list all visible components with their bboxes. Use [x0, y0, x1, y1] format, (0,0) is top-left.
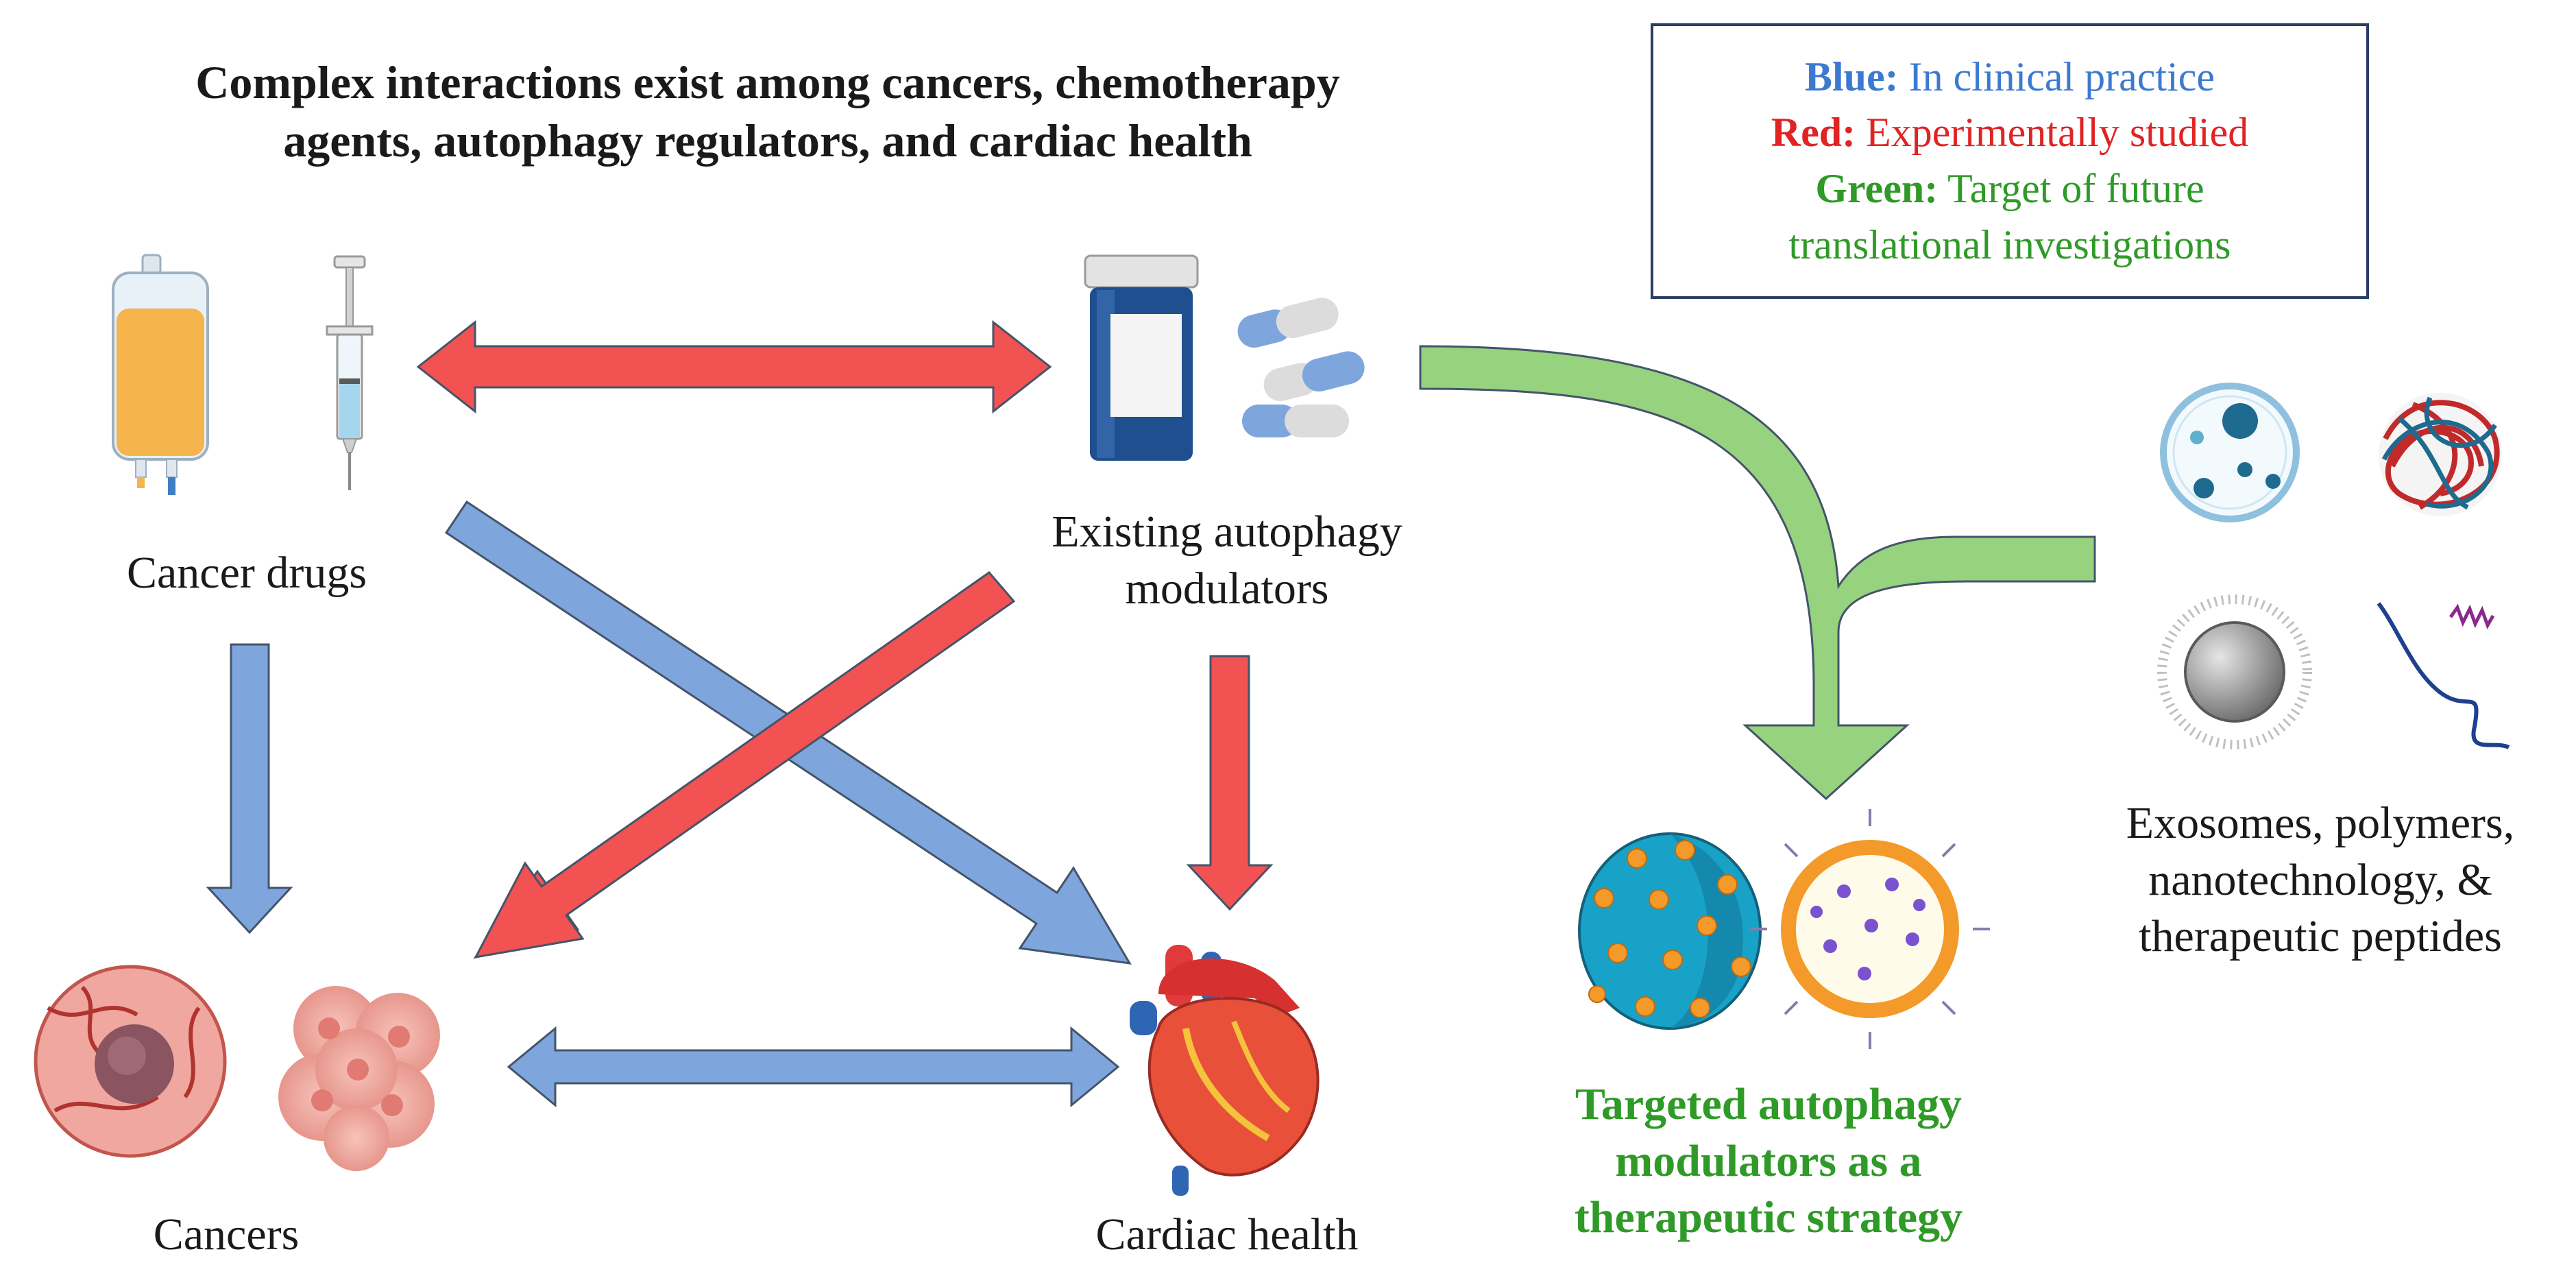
legend-red: Red: Experimentally studied — [1771, 110, 2249, 156]
label-cardiac-health: Cardiac health — [1095, 1209, 1359, 1259]
legend-box: Blue: In clinical practice Red: Experime… — [1651, 23, 2369, 299]
title-line-1: Complex interactions exist among cancers… — [195, 56, 1340, 108]
arrow-drugs-modulators — [416, 320, 1052, 414]
peptide-icon — [2377, 602, 2510, 749]
exosome-icon — [2160, 383, 2300, 522]
arrow-cancers-cardiac — [507, 1026, 1120, 1108]
arrow-green-curved — [1419, 345, 2096, 801]
label-cancer-drugs: Cancer drugs — [126, 548, 367, 598]
legend-green-line2: translational investigations — [1788, 221, 2231, 267]
pill-bottle-icon — [1084, 254, 1199, 461]
label-cancers: Cancers — [153, 1209, 300, 1259]
nanoparticle-icon — [2157, 594, 2312, 749]
label-existing-modulators: Existing autophagy modulators — [1052, 507, 1402, 614]
label-targeted-modulators: Targeted autophagy modulators as a thera… — [1574, 1079, 1963, 1242]
legend-green: Green: Target of future — [1815, 166, 2204, 211]
arrow-modulators-cardiac — [1186, 655, 1274, 911]
polymer-ball-icon — [2379, 393, 2502, 516]
title-line-2: agents, autophagy regulators, and cardia… — [283, 114, 1252, 167]
nanocarrier-sphere-icon — [1578, 832, 1762, 1030]
cancer-cells-icon — [278, 986, 440, 1171]
tumor-icon — [34, 965, 227, 1158]
arrow-drugs-cancers — [206, 643, 293, 935]
liposome-icon — [1750, 809, 1990, 1049]
heart-icon — [1130, 945, 1320, 1196]
legend-blue: Blue: In clinical practice — [1804, 53, 2215, 99]
label-delivery-systems: Exosomes, polymers, nanotechnology, & th… — [2126, 798, 2515, 961]
arrow-modulators-cancers — [473, 570, 1016, 959]
syringe-icon — [326, 255, 374, 490]
iv-bag-icon — [112, 254, 209, 495]
diagram-title: Complex interactions exist among cancers… — [48, 53, 1487, 170]
capsule-icons — [1237, 298, 1365, 437]
